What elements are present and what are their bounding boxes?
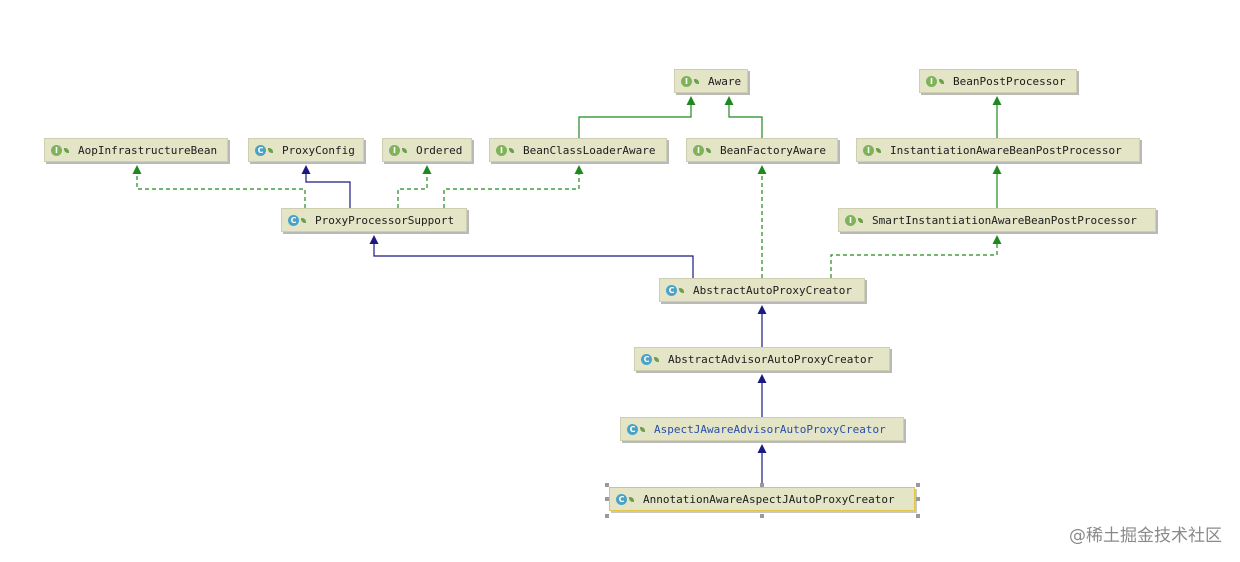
interface-icon: I xyxy=(926,75,937,87)
arrowhead xyxy=(757,165,767,174)
edge-pps-proxyconfig xyxy=(305,173,351,208)
class-icon: C xyxy=(255,144,266,156)
node-label: AbstractAutoProxyCreator xyxy=(693,283,852,297)
node-bean-class-loader-aware[interactable]: I BeanClassLoaderAware xyxy=(489,138,667,162)
node-aop-infrastructure-bean[interactable]: I AopInfrastructureBean xyxy=(44,138,228,162)
public-leaf-icon xyxy=(640,426,647,433)
interface-icon: I xyxy=(845,214,856,226)
public-leaf-icon xyxy=(654,356,661,363)
class-icon: C xyxy=(666,284,677,296)
arrowhead xyxy=(992,96,1002,105)
public-leaf-icon xyxy=(509,147,516,154)
public-leaf-icon xyxy=(301,217,308,224)
public-leaf-icon xyxy=(694,78,701,85)
edge-aapc-pps xyxy=(373,243,694,278)
node-label: AopInfrastructureBean xyxy=(78,143,218,157)
arrowhead xyxy=(992,165,1002,174)
node-label: AbstractAdvisorAutoProxyCreator xyxy=(668,352,874,366)
interface-icon: I xyxy=(51,144,62,156)
node-bean-post-processor[interactable]: I BeanPostProcessor xyxy=(919,69,1077,93)
node-label: AnnotationAwareAspectJAutoProxyCreator xyxy=(643,492,895,506)
node-annotation-aware-aspectj-auto-proxy-creator[interactable]: C AnnotationAwareAspectJAutoProxyCreator xyxy=(609,487,915,511)
public-leaf-icon xyxy=(64,147,71,154)
node-label: Ordered xyxy=(416,143,463,157)
class-icon: C xyxy=(288,214,299,226)
public-leaf-icon xyxy=(876,147,883,154)
selection-handle[interactable] xyxy=(605,497,609,501)
node-ordered[interactable]: I Ordered xyxy=(382,138,472,162)
selection-handle[interactable] xyxy=(916,483,920,487)
node-label: InstantiationAwareBeanPostProcessor xyxy=(890,143,1122,157)
node-label: AspectJAwareAdvisorAutoProxyCreator xyxy=(654,422,886,436)
arrowhead xyxy=(724,96,734,105)
arrowhead xyxy=(757,444,767,453)
arrowhead xyxy=(369,235,379,244)
edge-pps-aopinfra xyxy=(136,173,306,208)
selection-handle[interactable] xyxy=(605,483,609,487)
node-label: ProxyConfig xyxy=(282,143,355,157)
node-label: ProxyProcessorSupport xyxy=(315,213,455,227)
interface-icon: I xyxy=(863,144,874,156)
edge-bcla-aware xyxy=(578,104,692,138)
node-proxy-config[interactable]: C ProxyConfig xyxy=(248,138,364,162)
node-label: BeanClassLoaderAware xyxy=(523,143,656,157)
interface-icon: I xyxy=(681,75,692,87)
class-icon: C xyxy=(616,493,627,505)
arrowhead xyxy=(686,96,696,105)
interface-icon: I xyxy=(496,144,507,156)
edge-bfa-aware xyxy=(728,104,763,138)
node-label: SmartInstantiationAwareBeanPostProcessor xyxy=(872,213,1137,227)
edge-aapc-siabpp xyxy=(830,243,998,278)
node-abstract-advisor-auto-proxy-creator[interactable]: C AbstractAdvisorAutoProxyCreator xyxy=(634,347,890,371)
public-leaf-icon xyxy=(858,217,865,224)
arrowhead xyxy=(757,305,767,314)
class-icon: C xyxy=(641,353,652,365)
node-label: Aware xyxy=(708,74,742,88)
public-leaf-icon xyxy=(679,287,686,294)
public-leaf-icon xyxy=(706,147,713,154)
arrowhead xyxy=(574,165,584,174)
selection-handle[interactable] xyxy=(605,514,609,518)
arrowhead xyxy=(132,165,142,174)
node-abstract-auto-proxy-creator[interactable]: C AbstractAutoProxyCreator xyxy=(659,278,865,302)
interface-icon: I xyxy=(693,144,704,156)
public-leaf-icon xyxy=(939,78,946,85)
public-leaf-icon xyxy=(629,496,636,503)
edge-pps-bcla xyxy=(443,173,580,208)
node-instantiation-aware-bpp[interactable]: I InstantiationAwareBeanPostProcessor xyxy=(856,138,1140,162)
selection-handle[interactable] xyxy=(760,514,764,518)
watermark: @稀土掘金技术社区 xyxy=(1069,526,1222,546)
node-label: BeanPostProcessor xyxy=(953,74,1066,88)
edge-pps-ordered xyxy=(397,173,428,208)
selection-handle[interactable] xyxy=(916,497,920,501)
node-proxy-processor-support[interactable]: C ProxyProcessorSupport xyxy=(281,208,467,232)
node-smart-instantiation-aware-bpp[interactable]: I SmartInstantiationAwareBeanPostProcess… xyxy=(838,208,1156,232)
arrowhead xyxy=(757,374,767,383)
selection-handle[interactable] xyxy=(760,483,764,487)
arrowhead xyxy=(992,235,1002,244)
interface-icon: I xyxy=(389,144,400,156)
class-icon: C xyxy=(627,423,638,435)
public-leaf-icon xyxy=(268,147,275,154)
node-label: BeanFactoryAware xyxy=(720,143,826,157)
public-leaf-icon xyxy=(402,147,409,154)
arrowhead xyxy=(422,165,432,174)
node-aspectj-aware-advisor-auto-proxy-creator[interactable]: C AspectJAwareAdvisorAutoProxyCreator xyxy=(620,417,904,441)
selection-handle[interactable] xyxy=(916,514,920,518)
arrowhead xyxy=(301,165,311,174)
node-aware[interactable]: I Aware xyxy=(674,69,748,93)
node-bean-factory-aware[interactable]: I BeanFactoryAware xyxy=(686,138,838,162)
